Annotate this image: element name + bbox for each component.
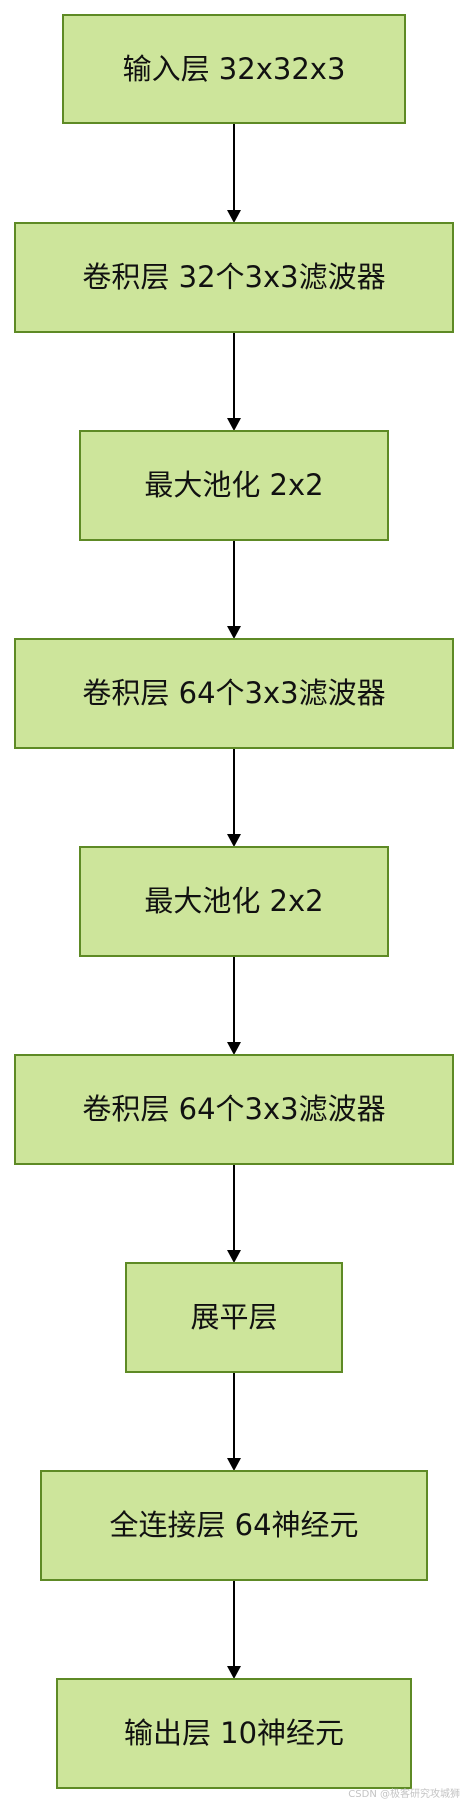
node-conv-layer-2-label: 卷积层 64个3x3滤波器 bbox=[82, 676, 385, 710]
watermark-text: CSDN @极客研究攻城狮 bbox=[348, 1789, 460, 1800]
node-dense-layer: 全连接层 64神经元 bbox=[40, 1470, 428, 1581]
node-flatten-layer-label: 展平层 bbox=[190, 1300, 277, 1334]
node-maxpool-1: 最大池化 2x2 bbox=[79, 430, 389, 541]
node-input-layer: 输入层 32x32x3 bbox=[62, 14, 406, 124]
node-flatten-layer: 展平层 bbox=[125, 1262, 343, 1373]
node-conv-layer-1-label: 卷积层 32个3x3滤波器 bbox=[82, 260, 385, 294]
edge-conv3-to-flatten bbox=[227, 1164, 241, 1263]
node-output-layer-label: 输出层 10神经元 bbox=[124, 1716, 344, 1750]
node-conv-layer-2: 卷积层 64个3x3滤波器 bbox=[14, 638, 454, 749]
edge-conv2-to-pool2 bbox=[227, 748, 241, 847]
node-maxpool-2: 最大池化 2x2 bbox=[79, 846, 389, 957]
node-conv-layer-1: 卷积层 32个3x3滤波器 bbox=[14, 222, 454, 333]
node-dense-layer-label: 全连接层 64神经元 bbox=[109, 1508, 358, 1542]
edge-conv1-to-pool1 bbox=[227, 332, 241, 431]
edge-pool2-to-conv3 bbox=[227, 956, 241, 1055]
edge-pool1-to-conv2 bbox=[227, 540, 241, 639]
node-output-layer: 输出层 10神经元 bbox=[56, 1678, 412, 1789]
edge-flatten-to-dense bbox=[227, 1372, 241, 1471]
node-input-layer-label: 输入层 32x32x3 bbox=[123, 52, 346, 86]
node-maxpool-2-label: 最大池化 2x2 bbox=[144, 884, 323, 918]
node-maxpool-1-label: 最大池化 2x2 bbox=[144, 468, 323, 502]
node-conv-layer-3-label: 卷积层 64个3x3滤波器 bbox=[82, 1092, 385, 1126]
node-conv-layer-3: 卷积层 64个3x3滤波器 bbox=[14, 1054, 454, 1165]
edge-input-to-conv1 bbox=[227, 123, 241, 223]
edge-dense-to-output bbox=[227, 1580, 241, 1679]
